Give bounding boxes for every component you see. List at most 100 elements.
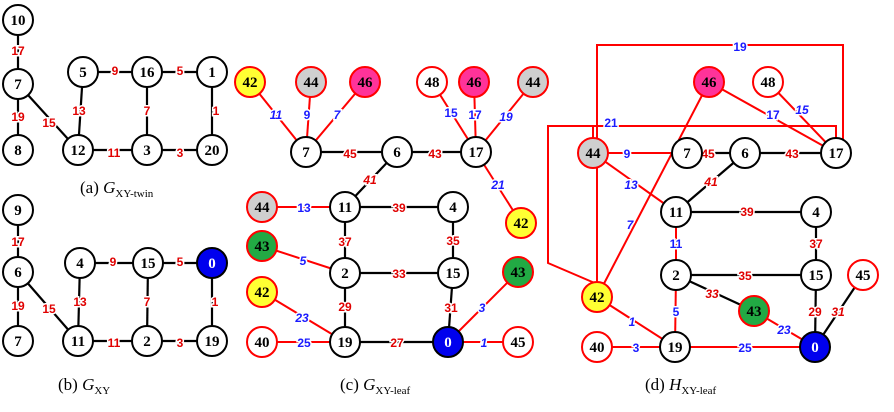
node-circle xyxy=(458,66,490,98)
edge-label-c-12: 37 xyxy=(338,235,352,249)
edge-label-d-15: 5 xyxy=(673,305,680,319)
node-circle xyxy=(432,326,464,358)
edge-label-d-9: 41 xyxy=(703,175,718,189)
node-circle xyxy=(381,136,413,168)
edge-label-a-0: 17 xyxy=(11,44,25,58)
node-d-43: 43 xyxy=(738,295,770,327)
node-circle xyxy=(581,331,613,363)
node-circle xyxy=(132,247,164,279)
edge-label-a-5: 13 xyxy=(72,104,86,118)
edge-label-b-7: 1 xyxy=(212,295,219,309)
edge-label-b-2: 15 xyxy=(42,302,56,316)
node-label: 2 xyxy=(341,266,349,282)
node-a-7: 7 xyxy=(2,68,34,100)
node-label: 44 xyxy=(255,200,271,216)
node-label: 40 xyxy=(590,340,605,356)
edge-label-a-3: 9 xyxy=(112,64,119,78)
edge-label-d-18: 1 xyxy=(629,315,636,329)
node-label: 44 xyxy=(586,146,602,162)
node-label: 45 xyxy=(511,335,526,351)
node-b-11: 11 xyxy=(62,325,94,357)
node-d-15: 15 xyxy=(800,259,832,291)
node-label: 7 xyxy=(302,145,310,161)
node-a-16: 16 xyxy=(131,56,163,88)
edge-label-c-14: 5 xyxy=(300,254,307,268)
edge-label-d-1: 21 xyxy=(604,116,618,130)
edge-label-d-20: 3 xyxy=(633,341,640,355)
node-circle xyxy=(800,259,832,291)
edge-label-c-1: 9 xyxy=(304,108,311,122)
edge-d-8 xyxy=(592,152,677,213)
node-label: 3 xyxy=(143,143,151,159)
node-circle xyxy=(329,326,361,358)
node-circle xyxy=(437,191,469,223)
node-label: 4 xyxy=(449,200,457,216)
caption-symbol: G xyxy=(103,178,115,197)
node-circle xyxy=(660,196,692,228)
node-circle xyxy=(349,66,381,98)
node-b-0: 0 xyxy=(196,247,228,279)
node-circle xyxy=(131,325,163,357)
edge-label-a-7: 1 xyxy=(213,104,220,118)
edge-label-c-10: 13 xyxy=(297,201,311,215)
node-label: 17 xyxy=(829,146,845,162)
edge-label-c-22: 1 xyxy=(481,336,488,350)
edge-label-d-21: 25 xyxy=(738,341,752,355)
edge-label-b-6: 7 xyxy=(144,295,151,309)
edge-label-a-9: 3 xyxy=(177,146,184,160)
node-label: 1 xyxy=(208,65,216,81)
edge-label-d-4: 15 xyxy=(795,103,809,117)
node-b-15: 15 xyxy=(132,247,164,279)
node-label: 16 xyxy=(140,65,156,81)
node-circle xyxy=(246,230,278,262)
edge-d-2 xyxy=(596,81,710,298)
node-label: 42 xyxy=(243,75,258,91)
caption-prefix: (a) xyxy=(80,178,103,197)
node-circle xyxy=(234,66,266,98)
edge-label-c-19: 3 xyxy=(479,301,486,315)
node-a-8: 8 xyxy=(2,134,34,166)
caption-subscript: XY-twin xyxy=(115,188,153,200)
edge-label-c-0: 11 xyxy=(270,108,283,122)
node-circle xyxy=(460,136,492,168)
node-d-42: 42 xyxy=(581,281,613,313)
node-label: 0 xyxy=(811,340,819,356)
edge-label-d-0: 19 xyxy=(733,40,747,54)
edges-b xyxy=(16,210,214,343)
node-circle xyxy=(671,137,703,169)
node-circle xyxy=(64,247,96,279)
node-label: 11 xyxy=(669,205,683,221)
node-circle xyxy=(517,66,549,98)
node-label: 43 xyxy=(255,239,270,255)
node-d-46: 46 xyxy=(693,66,725,98)
node-circle xyxy=(416,66,448,98)
caption-a: (a) GXY-twin xyxy=(80,178,154,200)
edge-label-a-4: 5 xyxy=(177,64,184,78)
node-a-5: 5 xyxy=(67,56,99,88)
caption-symbol: G xyxy=(82,375,94,394)
caption-subscript: XY-leaf xyxy=(681,385,716,397)
node-label: 6 xyxy=(393,145,401,161)
node-d-0: 0 xyxy=(799,331,831,363)
caption-prefix: (c) xyxy=(340,375,363,394)
edge-label-a-6: 7 xyxy=(144,104,151,118)
node-d-45: 45 xyxy=(847,259,879,291)
node-c-40: 40 xyxy=(246,326,278,358)
node-label: 19 xyxy=(205,334,220,350)
edge-label-c-8: 21 xyxy=(490,178,505,192)
node-label: 0 xyxy=(208,256,216,272)
node-b-7: 7 xyxy=(2,325,34,357)
edge-label-c-16: 23 xyxy=(294,311,309,325)
edge-label-c-2: 7 xyxy=(334,108,342,122)
node-circle xyxy=(729,137,761,169)
node-label: 7 xyxy=(14,334,22,350)
node-label: 44 xyxy=(304,75,320,91)
node-c-4: 4 xyxy=(437,191,469,223)
node-c-45: 45 xyxy=(502,326,534,358)
node-circle xyxy=(738,295,770,327)
node-circle xyxy=(62,325,94,357)
